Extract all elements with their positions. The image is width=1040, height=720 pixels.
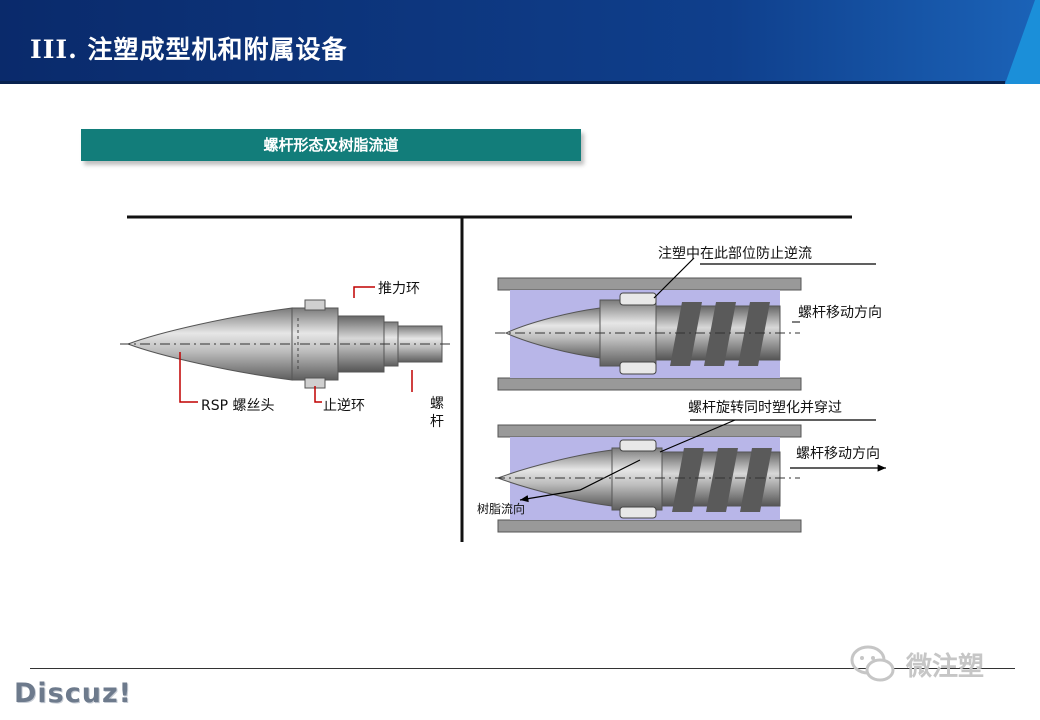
label-check-ring: 止逆环: [323, 398, 365, 414]
label-rsp-head: RSP 螺丝头: [201, 398, 275, 414]
slide-title: III. 注塑成型机和附属设备: [30, 35, 348, 64]
header-band: III. 注塑成型机和附属设备: [0, 0, 1040, 84]
label-top-annotation: 注塑中在此部位防止逆流: [658, 246, 812, 262]
section-banner-label: 螺杆形态及树脂流道: [263, 136, 399, 154]
header-background: [0, 0, 1040, 84]
barrel-top-drawing: [495, 277, 802, 391]
footer-rule: [30, 668, 1015, 669]
label-top-direction: 螺杆移动方向: [798, 305, 882, 321]
label-thrust-ring: 推力环: [378, 281, 420, 297]
barrel-bottom-drawing: [495, 424, 802, 533]
label-bottom-annotation: 螺杆旋转同时塑化并穿过: [688, 400, 842, 416]
wechat-icon: [850, 645, 895, 682]
label-screw: 螺杆: [430, 396, 444, 430]
label-bottom-direction: 螺杆移动方向: [796, 446, 880, 462]
discuz-watermark: Discuz!: [14, 678, 132, 709]
label-resin-flow: 树脂流向: [477, 502, 526, 516]
wechat-brand: 微注塑: [906, 652, 985, 682]
rsp-screw-head-drawing: [120, 299, 452, 389]
section-banner: 螺杆形态及树脂流道: [81, 129, 581, 161]
